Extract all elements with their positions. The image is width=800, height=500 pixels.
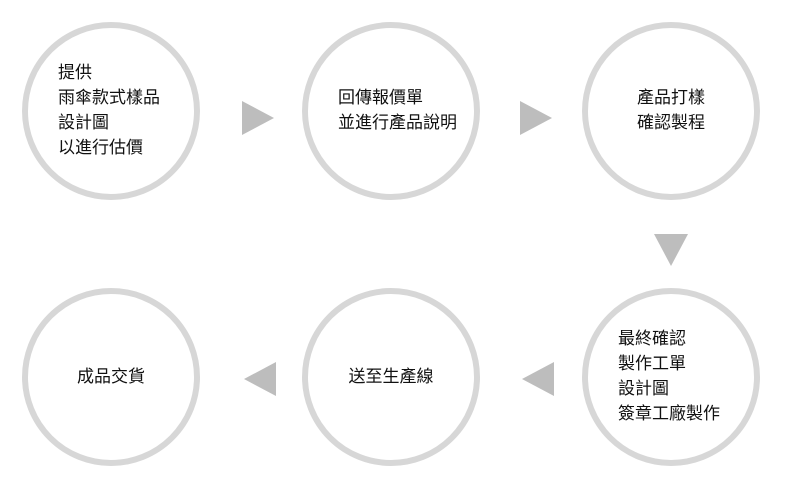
step-1-line-2: 雨傘款式樣品 — [58, 88, 160, 108]
step-1-circle: 提供 雨傘款式樣品 設計圖 以進行估價 — [22, 22, 200, 200]
step-1-text: 提供 雨傘款式樣品 設計圖 以進行估價 — [28, 61, 194, 161]
step-3-circle: 產品打樣 確認製程 — [582, 22, 760, 200]
arrow-down-icon — [654, 234, 688, 266]
step-1-line-4: 以進行估價 — [58, 138, 143, 158]
step-1-line-3: 設計圖 — [58, 113, 109, 133]
arrow-left-icon — [522, 362, 554, 396]
step-2-text: 回傳報價單 並進行產品說明 — [308, 86, 474, 136]
step-6-text: 成品交貨 — [28, 365, 194, 390]
arrow-right-icon — [242, 101, 274, 135]
step-4-circle: 最終確認 製作工單 設計圖 簽章工廠製作 — [582, 288, 760, 466]
step-2-circle: 回傳報價單 並進行產品說明 — [302, 22, 480, 200]
arrow-left-icon — [244, 362, 276, 396]
step-6-circle: 成品交貨 — [22, 288, 200, 466]
step-4-line-2: 製作工單 — [618, 354, 686, 374]
step-4-line-4: 簽章工廠製作 — [618, 404, 720, 424]
step-2-line-2: 並進行產品說明 — [338, 113, 457, 133]
step-5-circle: 送至生產線 — [302, 288, 480, 466]
step-5-text: 送至生產線 — [308, 365, 474, 390]
step-6-line-1: 成品交貨 — [77, 366, 145, 387]
step-5-line-1: 送至生產線 — [348, 366, 434, 387]
step-4-line-3: 設計圖 — [618, 379, 669, 399]
step-4-line-1: 最終確認 — [618, 329, 686, 349]
step-1-line-1: 提供 — [58, 63, 92, 83]
arrow-right-icon — [520, 101, 552, 135]
step-3-text: 產品打樣 確認製程 — [588, 86, 754, 136]
step-2-line-1: 回傳報價單 — [338, 88, 423, 108]
step-4-text: 最終確認 製作工單 設計圖 簽章工廠製作 — [588, 327, 754, 427]
step-3-line-1: 產品打樣 — [637, 88, 705, 108]
step-3-line-2: 確認製程 — [637, 113, 705, 133]
